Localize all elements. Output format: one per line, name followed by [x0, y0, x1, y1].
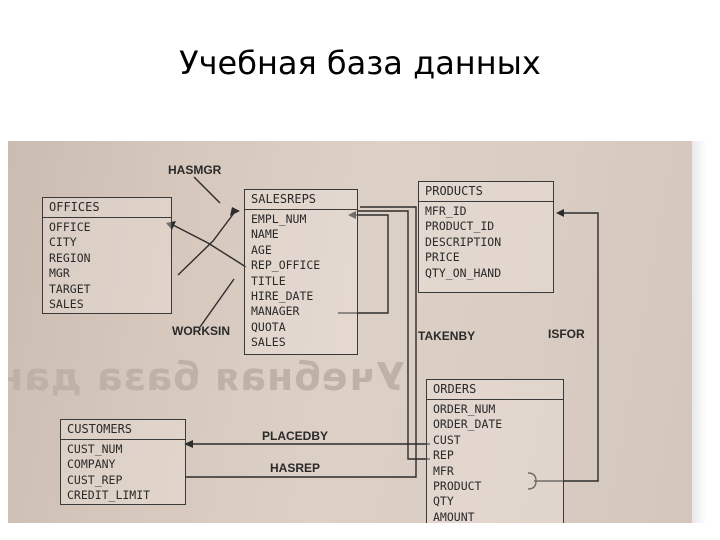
- field-target: TARGET: [49, 281, 91, 296]
- offices-table-name: OFFICES: [43, 198, 171, 218]
- isfor-brace: [527, 472, 537, 490]
- worksin-line: [172, 224, 247, 268]
- field-city: CITY: [49, 235, 77, 250]
- hasmgr-label-connector: [193, 176, 221, 204]
- field-description: DESCRIPTION: [425, 234, 502, 249]
- salesreps-fields: EMPL_NUM NAME AGE REP_OFFICE TITLE HIRE_…: [245, 210, 357, 353]
- manager-loop-arrowhead: [348, 211, 356, 219]
- products-table-name: PRODUCTS: [419, 182, 553, 202]
- customers-table: CUSTOMERS CUST_NUM COMPANY CUST_REP CRED…: [60, 419, 186, 505]
- worksin-label-connector: [199, 278, 235, 328]
- field-product: PRODUCT: [433, 479, 482, 494]
- takenby-line: [358, 210, 430, 460]
- field-region: REGION: [49, 250, 91, 265]
- field-office: OFFICE: [49, 220, 91, 234]
- isfor-label: ISFOR: [548, 327, 585, 341]
- hasmgr-line: [177, 212, 235, 276]
- field-qty-on-hand: QTY_ON_HAND: [425, 265, 502, 280]
- worksin-label: WORKSIN: [172, 324, 230, 338]
- salesreps-table-name: SALESREPS: [245, 190, 357, 210]
- relationship-lines: [166, 176, 599, 490]
- field-price: PRICE: [425, 250, 460, 265]
- placedby-label: PLACEDBY: [262, 429, 329, 443]
- orders-fields: ORDER_NUM ORDER_DATE CUST REP MFR PRODUC…: [427, 400, 563, 523]
- field-quota: QUOTA: [251, 319, 286, 334]
- field-order-num: ORDER_NUM: [433, 402, 496, 416]
- field-order-date: ORDER_DATE: [433, 417, 503, 432]
- field-manager: MANAGER: [251, 304, 300, 319]
- isfor-line: [534, 212, 599, 482]
- hasrep-label: HASREP: [270, 461, 321, 475]
- takenby-label: TAKENBY: [418, 329, 476, 343]
- field-credit-limit: CREDIT_LIMIT: [67, 488, 151, 503]
- customers-table-name: CUSTOMERS: [61, 420, 185, 440]
- offices-fields: OFFICE CITY REGION MGR TARGET SALES: [43, 218, 171, 314]
- isfor-arrowhead: [556, 209, 564, 217]
- placedby-arrowhead: [184, 440, 193, 448]
- field-qty: QTY: [433, 494, 454, 509]
- field-sales: SALES: [49, 297, 84, 312]
- field-age: AGE: [251, 242, 272, 257]
- manager-loop-line: [338, 214, 389, 314]
- field-empl-num: EMPL_NUM: [251, 212, 307, 226]
- field-mfr-id: MFR_ID: [425, 204, 467, 218]
- products-table: PRODUCTS MFR_ID PRODUCT_ID DESCRIPTION P…: [418, 181, 554, 293]
- field-company: COMPANY: [67, 457, 116, 472]
- orders-table-name: ORDERS: [427, 380, 563, 400]
- offices-table: OFFICES OFFICE CITY REGION MGR TARGET SA…: [42, 197, 172, 314]
- field-mgr: MGR: [49, 266, 70, 281]
- salesreps-table: SALESREPS EMPL_NUM NAME AGE REP_OFFICE T…: [244, 189, 358, 355]
- field-hire-date: HIRE_DATE: [251, 289, 314, 304]
- customers-fields: CUST_NUM COMPANY CUST_REP CREDIT_LIMIT: [61, 440, 185, 506]
- field-cust: CUST: [433, 432, 461, 447]
- hasmgr-arrowhead: [230, 207, 240, 216]
- field-sales: SALES: [251, 335, 286, 350]
- products-fields: MFR_ID PRODUCT_ID DESCRIPTION PRICE QTY_…: [419, 202, 553, 283]
- diagram-photo: Учебная база дан O: [8, 141, 692, 523]
- field-product-id: PRODUCT_ID: [425, 219, 495, 234]
- page-title: Учебная база данных: [179, 44, 541, 82]
- field-amount: AMOUNT: [433, 509, 475, 523]
- field-mfr: MFR: [433, 463, 454, 478]
- field-name: NAME: [251, 227, 279, 242]
- field-title: TITLE: [251, 273, 286, 288]
- field-rep: REP: [433, 448, 454, 463]
- orders-table: ORDERS ORDER_NUM ORDER_DATE CUST REP MFR…: [426, 379, 564, 523]
- hasmgr-label: HASMGR: [168, 163, 222, 177]
- field-cust-num: CUST_NUM: [67, 442, 123, 456]
- field-cust-rep: CUST_REP: [67, 472, 123, 487]
- field-rep-office: REP_OFFICE: [251, 258, 321, 273]
- photo-edge: [692, 141, 706, 523]
- hasrep-line: [186, 206, 417, 478]
